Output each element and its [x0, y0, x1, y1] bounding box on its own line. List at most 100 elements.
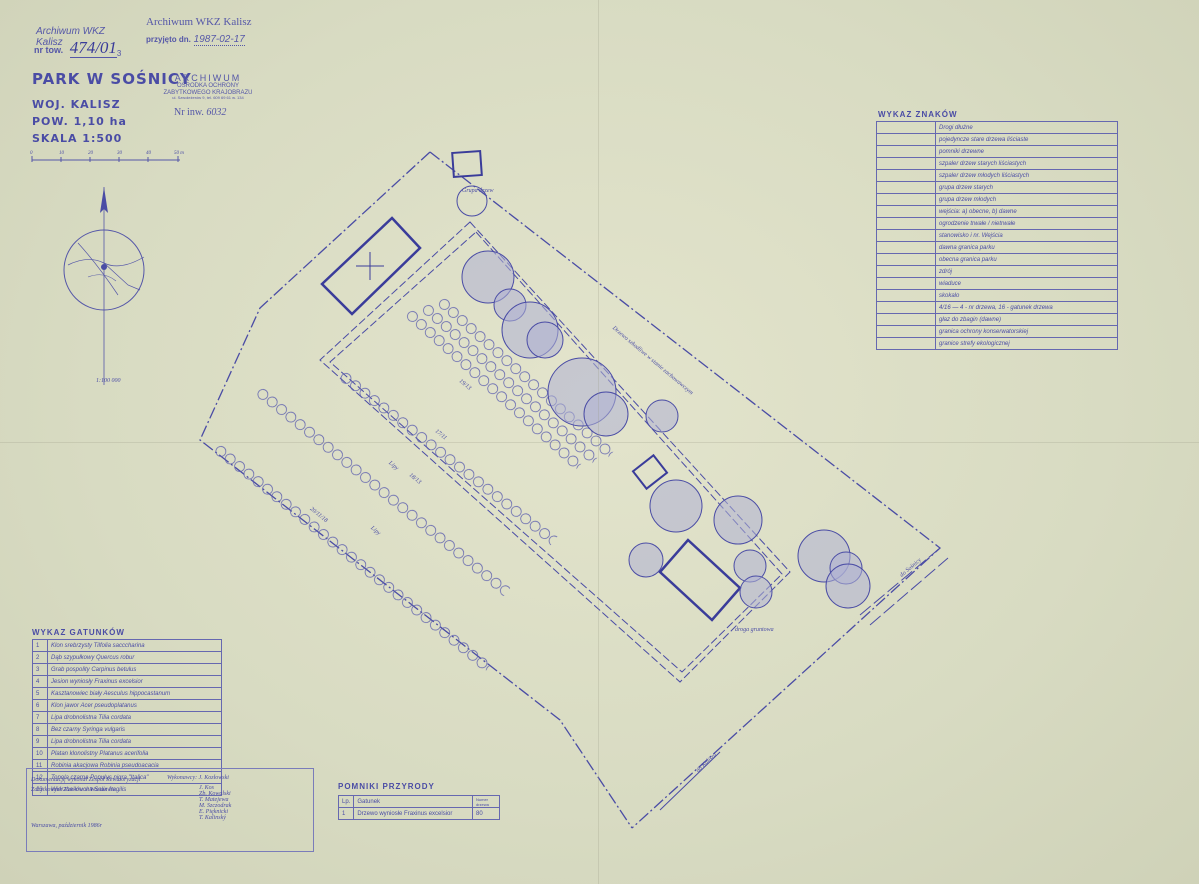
- credits-name: T. Matejewa: [199, 797, 229, 803]
- register-number: nr tow. 474/013: [34, 38, 121, 58]
- scale-label: SKALA 1:500: [32, 132, 123, 145]
- voivodeship: WOJ. KALISZ: [32, 98, 121, 111]
- legend-label: skokalo: [935, 289, 1118, 302]
- legend-row: ogrodzenie trwałe / nietrwałe: [876, 217, 1118, 230]
- legend-row: szpaler drzew młodych liściastych: [876, 169, 1118, 182]
- scale-tick-1: 10: [59, 151, 64, 156]
- legend-row: Drogi dłużne: [876, 121, 1118, 134]
- legend-row: wejścia: a) obecne, b) dawne: [876, 205, 1118, 218]
- legend-label: 4/16 — 4 - nr drzewa, 16 - gatunek drzew…: [935, 301, 1118, 314]
- species-name: Dąb szypułkowy Quercus robur: [47, 651, 222, 664]
- monuments-header-gatunek: Gatunek: [353, 795, 473, 808]
- legend-symbol: [876, 193, 936, 206]
- legend-label: zdrój: [935, 265, 1118, 278]
- legend-row: pojedyncze stare drzewa liściaste: [876, 133, 1118, 146]
- credits-box: Dokumentację wykonał Zespół Rewaloryzacj…: [26, 768, 314, 852]
- legend-symbol: [876, 169, 936, 182]
- legend-label: ogrodzenie trwałe / nietrwałe: [935, 217, 1118, 230]
- area: POW. 1,10 ha: [32, 115, 127, 128]
- species-name: Lipa drobnolistna Tilia cordata: [47, 735, 222, 748]
- species-number: 4: [32, 675, 48, 688]
- legend-symbol: [876, 313, 936, 326]
- legend-row: szpaler drzew starych liściastych: [876, 157, 1118, 170]
- monuments-row-lp: 1: [337, 807, 355, 820]
- species-name: Klon srebrzysty Tilfolia sacccharina: [47, 639, 222, 652]
- building-south: [658, 538, 742, 622]
- legend-label: wejścia: a) obecne, b) dawne: [935, 205, 1118, 218]
- species-number: 3: [32, 663, 48, 676]
- credits-line1: Dokumentację wykonał Zespół Rewaloryzacj…: [31, 777, 141, 783]
- register-label: nr tow.: [34, 45, 64, 55]
- species-name: Kasztanowiec biały Aesculus hippocastanu…: [47, 687, 222, 700]
- legend-symbol: [876, 133, 936, 146]
- register-sub: 3: [116, 48, 122, 58]
- legend-row: grupa drzew młodych: [876, 193, 1118, 206]
- roads: [659, 547, 949, 811]
- legend-row: skokalo: [876, 289, 1118, 302]
- legend-symbol: [876, 289, 936, 302]
- register-value: 474/01: [69, 38, 117, 58]
- legend-row: granica ochrony konserwatorskiej: [876, 325, 1118, 338]
- credits-name: M. Szczodrak: [199, 803, 232, 809]
- species-title: WYKAZ GATUNKÓW: [32, 628, 125, 637]
- road-label: droga gruntowa: [735, 627, 774, 633]
- species-name: Wierzba krucha Salix fragilis: [47, 783, 222, 796]
- map-title: PARK W SOŚNICY: [32, 70, 192, 88]
- credits-date: Warszawa, październik 1986r: [31, 823, 102, 829]
- credits-line2: Zabytkowych Parków w Warszawie: [31, 787, 116, 793]
- legend-symbol: [876, 325, 936, 338]
- monuments-header-nr: Numer drzewa: [472, 795, 500, 808]
- locator-map: [58, 185, 158, 385]
- scale-tick-4: 40: [146, 151, 151, 156]
- species-name: Lipa drobnolistna Tilia cordata: [47, 711, 222, 724]
- species-number: 2: [32, 651, 48, 664]
- legend-label: szpaler drzew starych liściastych: [935, 157, 1118, 170]
- legend-label: grupa drzew młodych: [935, 193, 1118, 206]
- legend-symbol: [876, 157, 936, 170]
- ooz-line2: OŚRODKA OCHRONY: [176, 83, 239, 90]
- legend-symbol: [876, 145, 936, 158]
- archive-stamp-right: Archiwum WKZ Kalisz przyjęto dn. 1987-02…: [146, 16, 252, 46]
- inventory-number: Nr inw. 6032: [174, 107, 226, 118]
- ooz-line1: ARCHIWUM: [174, 73, 242, 83]
- archive-label-2: Archiwum WKZ Kalisz: [146, 16, 252, 28]
- scale-tick-3: 30: [117, 151, 122, 156]
- species-number: 6: [32, 699, 48, 712]
- species-name: Platan klonolistny Platanus acerifolia: [47, 747, 222, 760]
- species-number: 1: [32, 639, 48, 652]
- received-label: przyjęto dn.: [146, 35, 191, 44]
- monuments-title: POMNIKI PRZYRODY: [338, 782, 435, 791]
- legend-symbol: [876, 217, 936, 230]
- species-name: Jesion wyniosły Fraxinus excelsior: [47, 675, 222, 688]
- locator-scale: 1:100 000: [96, 378, 121, 384]
- trees: [456, 185, 871, 609]
- outer-boundary: [199, 151, 942, 829]
- fold-line-horizontal: [0, 442, 1199, 443]
- legend-label: stanowisko i nr. Wejścia: [935, 229, 1118, 242]
- grove-label: Grupa drzew: [462, 188, 494, 194]
- scale-tick-0: 0: [30, 151, 33, 156]
- legend-label: granice strefy ekologicznej: [935, 337, 1118, 350]
- legend-symbol: [876, 337, 936, 350]
- legend-symbol: [876, 253, 936, 266]
- legend-label: szpaler drzew młodych liściastych: [935, 169, 1118, 182]
- legend-symbol: [876, 121, 936, 134]
- species-number: 5: [32, 687, 48, 700]
- credits-names: J. Kos Zb. Kowalski T. Matejewa M. Szczo…: [199, 785, 231, 821]
- legend-label: Drogi dłużne: [935, 121, 1118, 134]
- legend-row: pomniki drzewne: [876, 145, 1118, 158]
- credits-name: Zb. Kowalski: [199, 791, 231, 797]
- credits-name: T. Kalinský: [199, 815, 226, 821]
